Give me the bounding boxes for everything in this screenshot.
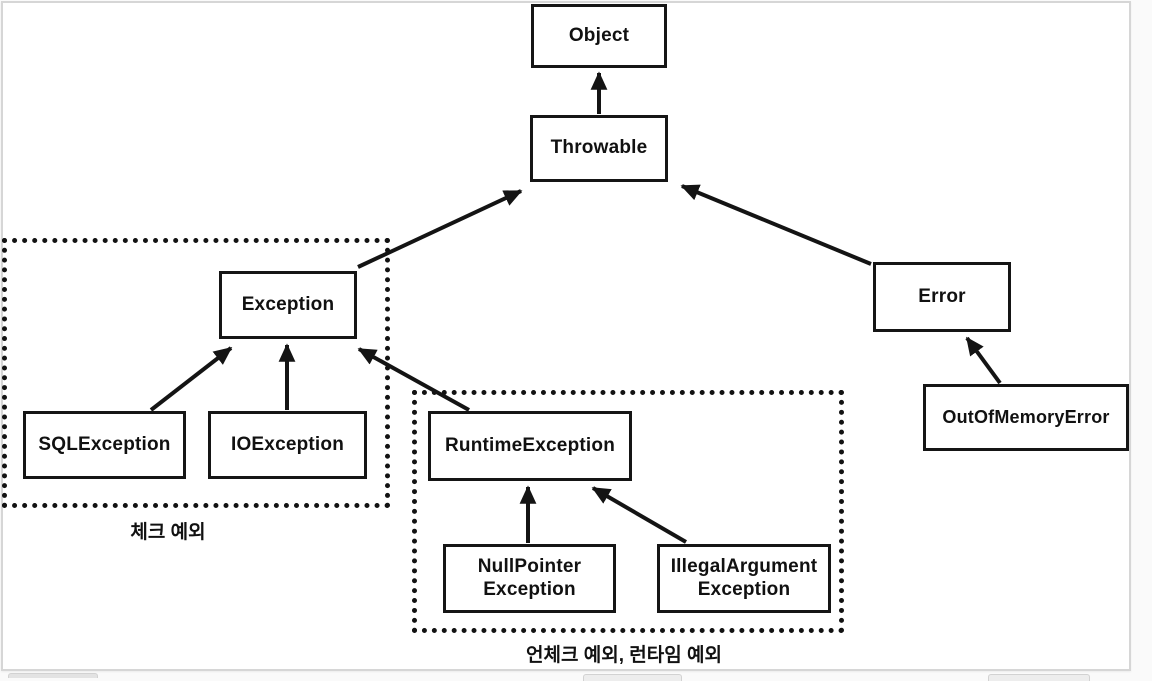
arrow-sqlexception-to-exception bbox=[149, 346, 233, 412]
node-outofmemoryerror: OutOfMemoryError bbox=[923, 384, 1129, 451]
node-runtimeexception-label: RuntimeException bbox=[445, 434, 615, 456]
arrow-runtimeexception-to-exception bbox=[357, 347, 470, 412]
node-illegalargumentexception-line2: Exception bbox=[697, 578, 791, 600]
node-illegalargumentexception-line1: IllegalArgument bbox=[670, 555, 818, 577]
node-exception: Exception bbox=[219, 271, 357, 339]
arrow-error-to-throwable bbox=[680, 184, 872, 266]
node-nullpointerexception: NullPointer Exception bbox=[443, 544, 616, 613]
node-ioexception-label: IOException bbox=[230, 433, 345, 455]
cutoff-element-bottom-left bbox=[8, 673, 98, 678]
group-label-checked-exceptions: 체크 예외 bbox=[130, 522, 206, 543]
arrow-illegalargument-to-runtime bbox=[591, 486, 688, 544]
node-nullpointerexception-line1: NullPointer bbox=[477, 555, 582, 577]
node-error-label: Error bbox=[918, 285, 966, 307]
node-sqlexception-label: SQLException bbox=[38, 433, 171, 455]
arrow-exception-to-throwable bbox=[357, 189, 523, 269]
node-object-label: Object bbox=[568, 24, 630, 46]
arrow-outofmemory-to-error bbox=[965, 336, 1002, 385]
node-object: Object bbox=[531, 4, 667, 68]
node-throwable-label: Throwable bbox=[550, 137, 648, 159]
node-runtimeexception: RuntimeException bbox=[428, 411, 632, 481]
node-nullpointerexception-line2: Exception bbox=[483, 578, 576, 600]
node-throwable: Throwable bbox=[530, 115, 668, 182]
node-outofmemoryerror-label: OutOfMemoryError bbox=[942, 406, 1110, 427]
node-error: Error bbox=[873, 262, 1011, 332]
group-unchecked-exceptions bbox=[412, 390, 844, 633]
group-checked-exceptions bbox=[2, 238, 390, 508]
node-ioexception: IOException bbox=[208, 411, 367, 479]
node-sqlexception: SQLException bbox=[23, 411, 186, 479]
node-illegalargumentexception: IllegalArgument Exception bbox=[657, 544, 831, 613]
node-exception-label: Exception bbox=[241, 293, 335, 315]
group-label-unchecked-exceptions: 언체크 예외, 런타임 예외 bbox=[526, 645, 722, 666]
